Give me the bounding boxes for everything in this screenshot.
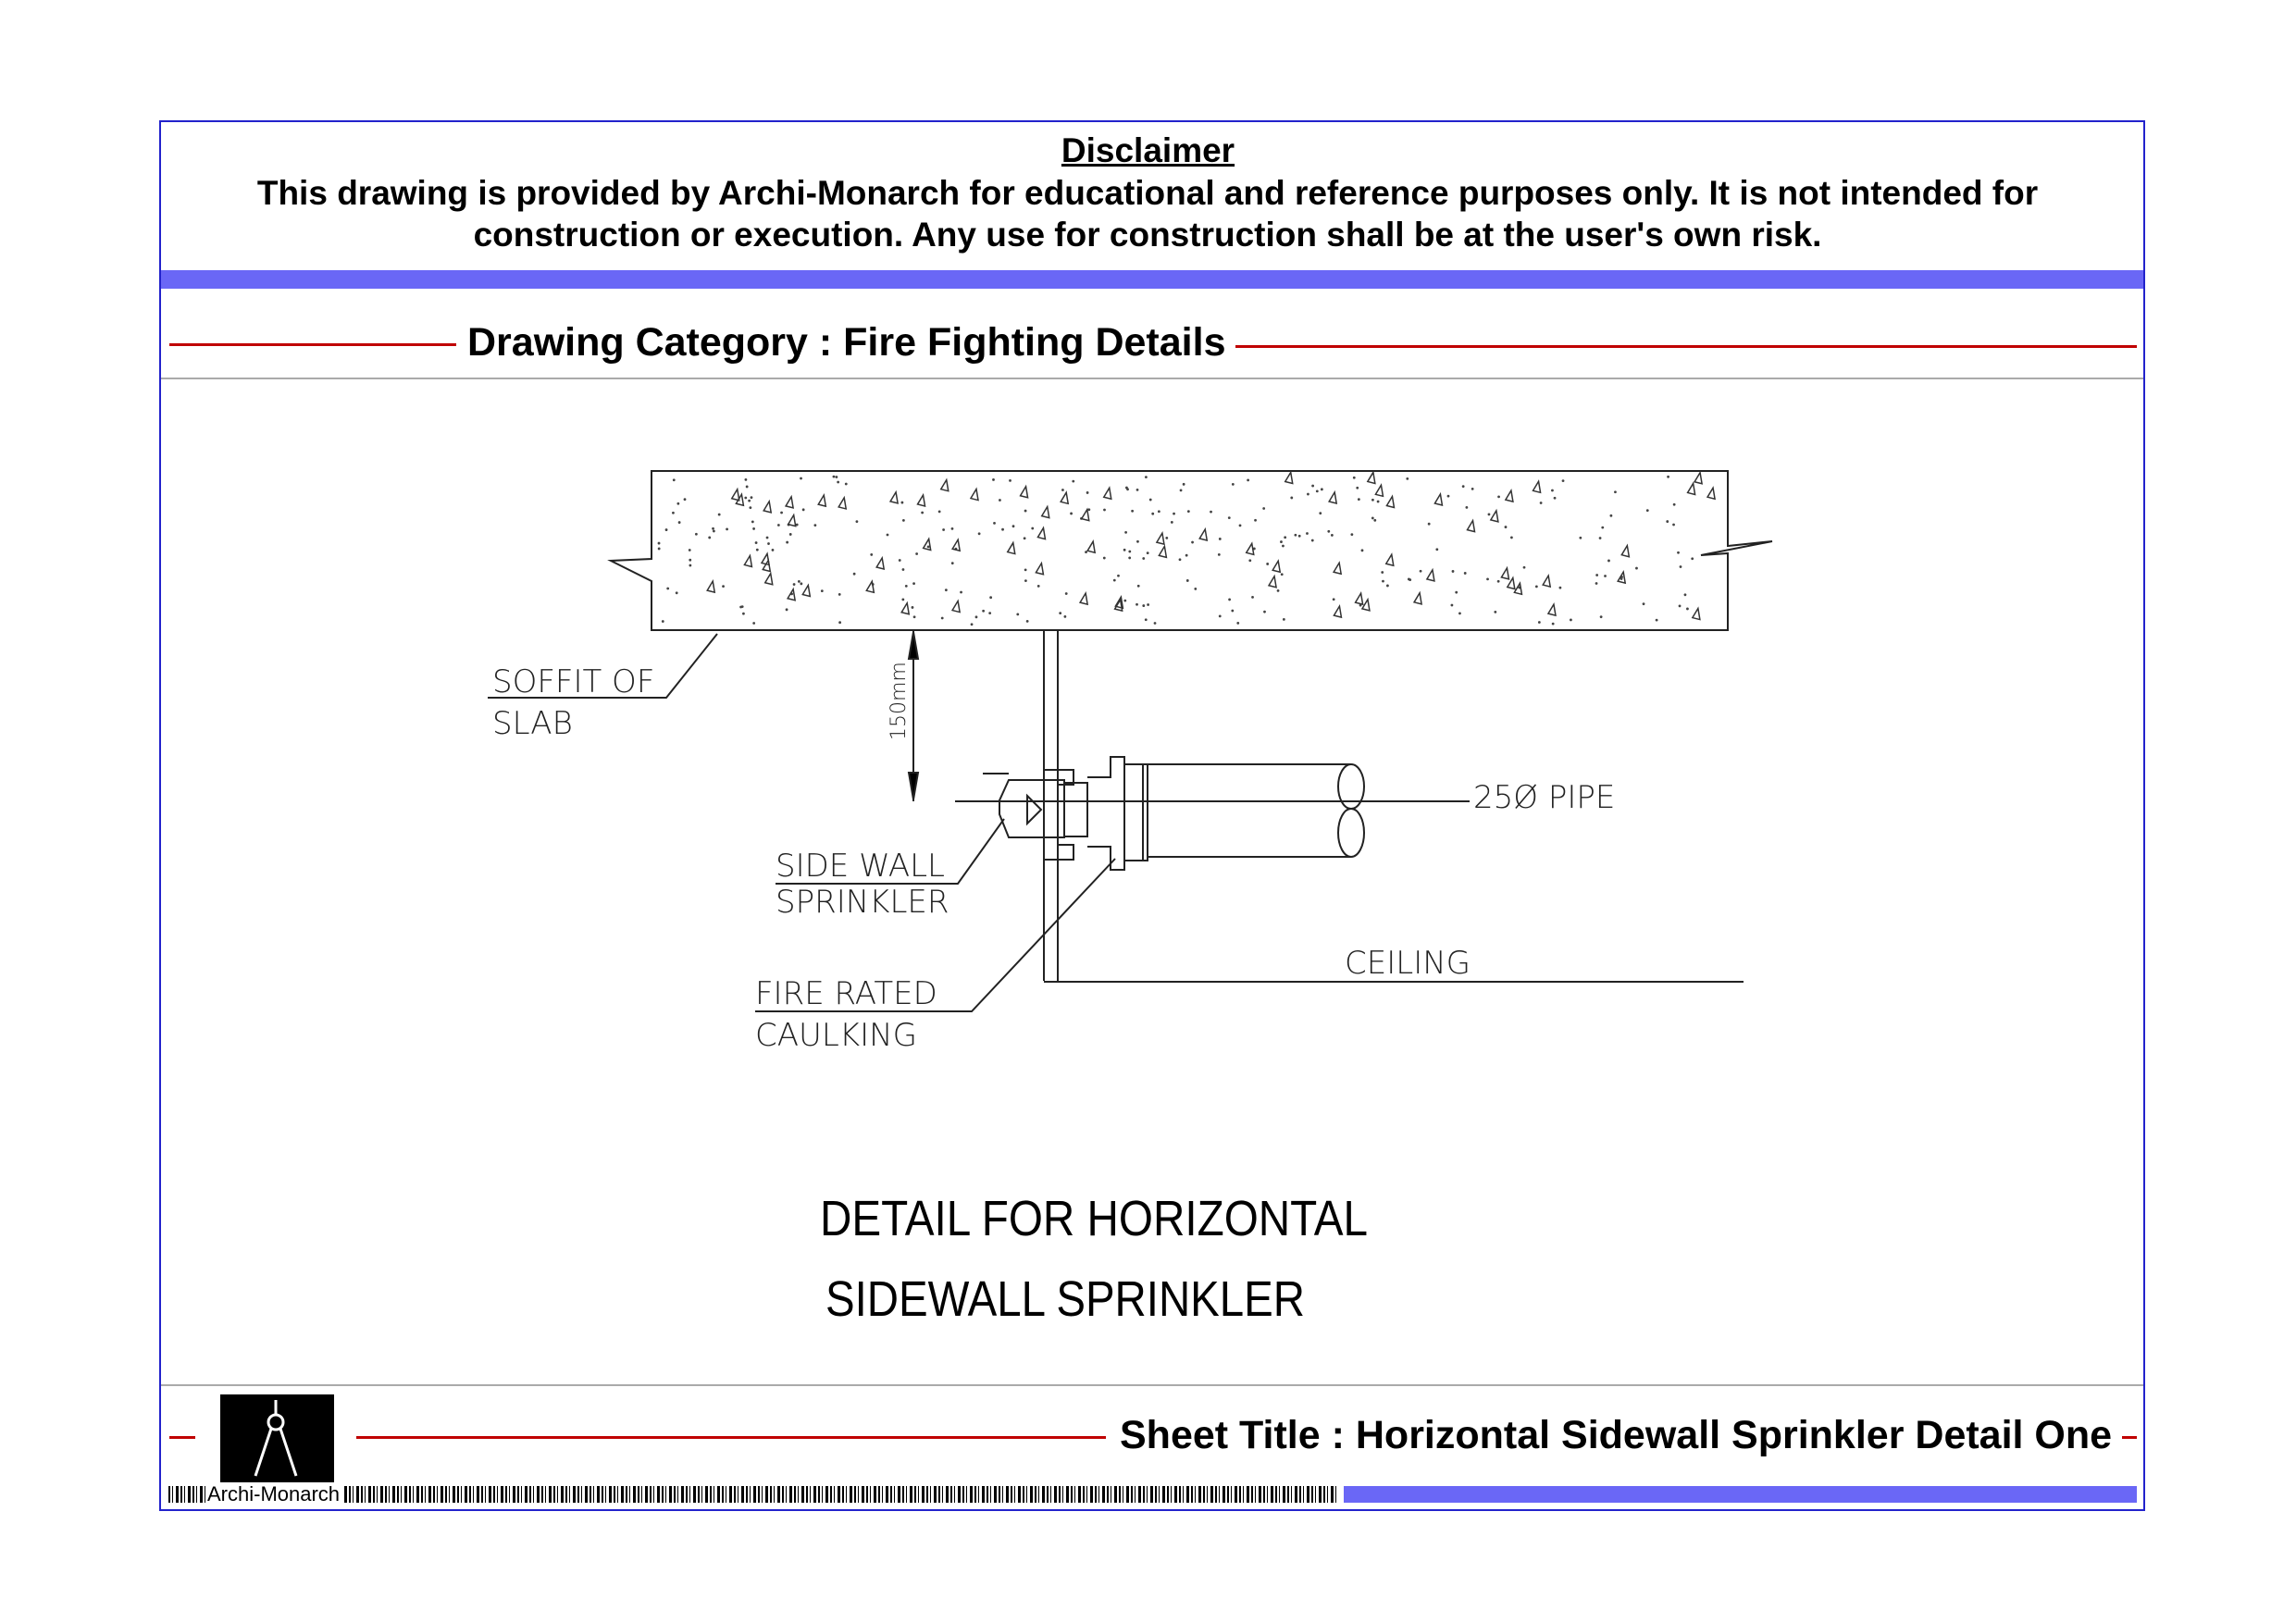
drawing-category: Drawing Category : Fire Fighting Details — [467, 320, 1226, 365]
label-sidewall-2: SPRINKLER — [776, 884, 949, 921]
footer-rule-right — [2122, 1436, 2137, 1439]
disclaimer-text: This drawing is provided by Archi-Monarc… — [256, 174, 2039, 254]
disclaimer-title: Disclaimer — [1061, 131, 1235, 169]
category-rule-left — [169, 343, 456, 346]
label-soffit-2: SLAB — [492, 705, 573, 742]
label-caulk-2: CAULKING — [755, 1017, 917, 1054]
footer-band — [1344, 1486, 2137, 1503]
header-band — [161, 270, 2143, 289]
label-sidewall-1: SIDE WALL — [776, 848, 945, 885]
brand-name: Archi-Monarch — [205, 1482, 342, 1506]
detail-title-line1: DETAIL FOR HORIZONTAL — [820, 1191, 1368, 1246]
footer-rule-left — [169, 1436, 195, 1439]
concrete-slab — [607, 470, 1773, 631]
footer-rule-mid — [356, 1436, 1106, 1439]
footer-divider — [161, 1384, 2143, 1386]
sheet-title: Sheet Title : Horizontal Sidewall Sprink… — [1120, 1413, 2113, 1457]
dimension-150mm: 150mm — [887, 662, 911, 740]
label-pipe: 25Ø PIPE — [1473, 779, 1615, 816]
category-rule-right — [1235, 345, 2137, 348]
label-ceiling: CEILING — [1345, 945, 1471, 982]
detail-title-line2: SIDEWALL SPRINKLER — [825, 1271, 1305, 1327]
sidewall-sprinkler — [983, 756, 1365, 871]
barcode-strip — [168, 1486, 1336, 1503]
label-soffit-1: SOFFIT OF — [492, 663, 654, 700]
compass-logo-icon — [220, 1394, 334, 1483]
label-caulk-1: FIRE RATED — [755, 975, 937, 1012]
sheet-border — [159, 120, 2145, 1511]
slab-hatch — [657, 470, 1716, 626]
header-divider — [161, 378, 2143, 379]
